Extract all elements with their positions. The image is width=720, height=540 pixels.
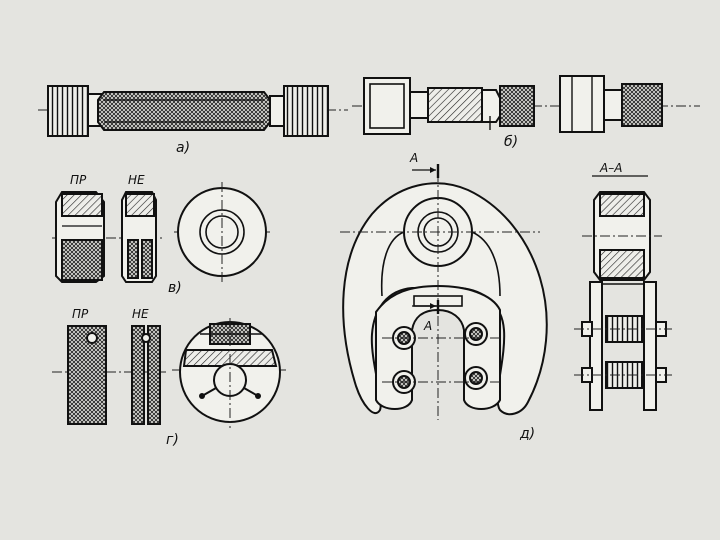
section-mark-top: А <box>409 151 418 165</box>
threaded-go-label: ПР <box>72 307 89 321</box>
threaded-nogo-label: НЕ <box>132 307 149 321</box>
figure-d-snap-gauge <box>340 164 548 420</box>
figure-v-ring-gauge <box>52 182 270 283</box>
figure-d-label: д) <box>519 426 535 442</box>
ring-go-label: ПР <box>70 173 87 187</box>
figure-a-plug-gauge <box>38 85 348 137</box>
ring-nogo-label: НЕ <box>128 173 145 187</box>
section-view-a-a <box>574 175 672 411</box>
figure-b-smooth-plug-gauge <box>352 75 700 135</box>
figure-v-label: в) <box>168 280 182 296</box>
figure-g-label: г) <box>166 432 179 448</box>
figure-a-label: а) <box>176 140 190 156</box>
figure-g-threaded-ring-gauge <box>52 318 286 428</box>
section-view-label: А–А <box>599 161 622 175</box>
section-mark-mid: А <box>423 319 432 333</box>
figure-b-label: б) <box>504 134 518 150</box>
